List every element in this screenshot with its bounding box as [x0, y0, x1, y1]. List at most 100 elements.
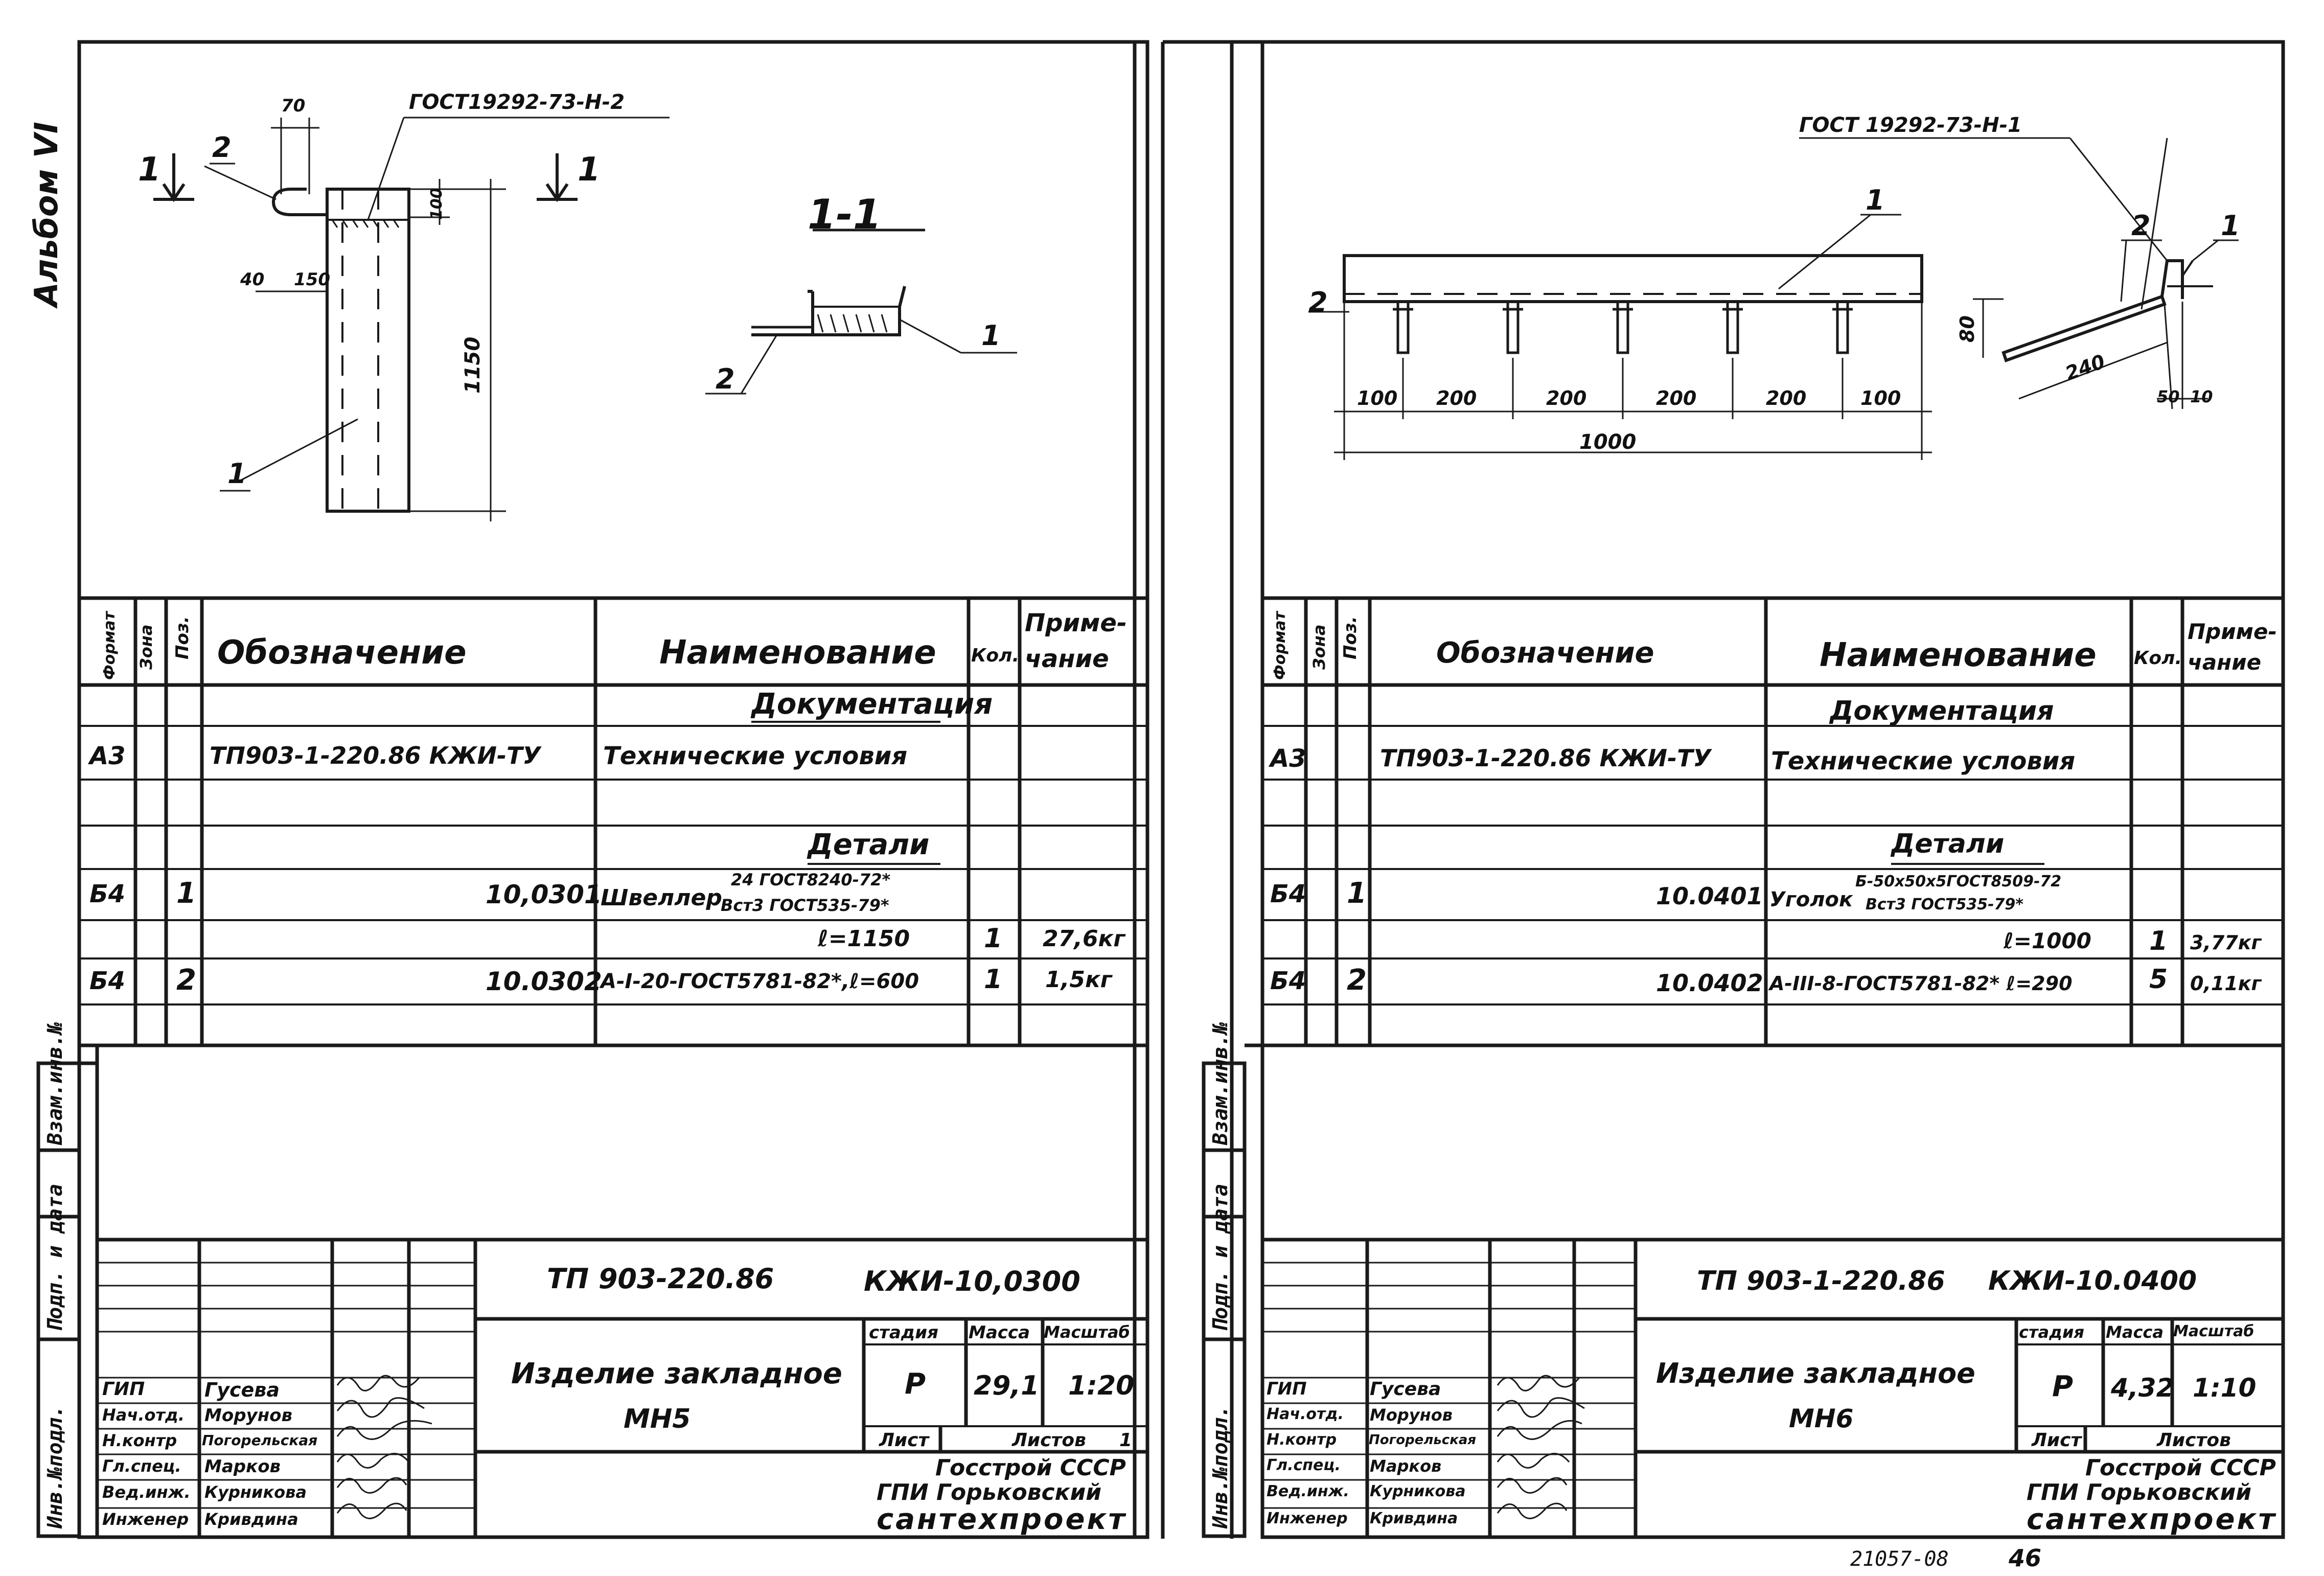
- left-row-doc-naim: Документация: [751, 688, 993, 721]
- left-row1-naim: Швеллер: [601, 885, 722, 911]
- left-hdr-prim2: чание: [1025, 645, 1109, 673]
- right-title-doc: КЖИ-10.0400: [1988, 1266, 2197, 1296]
- right-hdr-obozn: Обозначение: [1436, 636, 1654, 670]
- left-row3-poz: 2: [176, 964, 196, 997]
- right-dim-0: 100: [1357, 387, 1398, 409]
- right-row2-prim: 3,77кг: [2190, 931, 2262, 954]
- left-row-a3-format: А3: [89, 742, 126, 770]
- right-name-1: Морунов: [1370, 1405, 1453, 1425]
- left-dim-100: 100: [428, 188, 446, 220]
- left-row2-kol: 1: [984, 923, 1003, 954]
- left-gost-label: ГОСТ19292-73-Н-2: [409, 90, 625, 114]
- right-hdr-poz: Поз.: [1340, 616, 1361, 660]
- left-name-5: Кривдина: [204, 1510, 298, 1529]
- left-name-4: Курникова: [204, 1482, 307, 1502]
- right-side-pos1: 1: [2221, 210, 2240, 242]
- left-dim-1150: 1150: [461, 336, 485, 394]
- left-row1-obozn: 10,0301: [486, 880, 602, 909]
- right-side-pos2: 2: [2131, 210, 2151, 242]
- right-stamp-inv: Инв.№подл.: [1209, 1405, 1232, 1528]
- right-dim-1: 200: [1436, 387, 1477, 409]
- left-row-det-naim: Детали: [808, 828, 930, 861]
- left-row1-naim-bot: Вст3 ГОСТ535-79*: [721, 896, 889, 915]
- right-row3-obozn: 10.0402: [1656, 969, 1763, 997]
- left-stamp-inv: Инв.№подл.: [43, 1405, 67, 1528]
- left-hdr-format: Формат: [101, 611, 119, 680]
- right-val-mass: 4,32: [2111, 1373, 2174, 1403]
- left-hdr-obozn: Обозначение: [217, 634, 467, 672]
- right-name-4: Курникова: [1370, 1482, 1466, 1500]
- left-name-1: Морунов: [204, 1405, 293, 1426]
- left-hdr-prim1: Приме-: [1025, 609, 1127, 637]
- left-role-5: Инженер: [102, 1510, 189, 1529]
- right-lbl-list: Лист: [2032, 1430, 2082, 1451]
- right-stamp-podp: Подп. и дата: [1209, 1184, 1232, 1332]
- left-row1-poz: 1: [176, 877, 196, 910]
- left-hdr-kol: Кол.: [971, 645, 1020, 666]
- left-drawing-geometry: [153, 117, 1017, 521]
- left-name-3: Марков: [204, 1456, 281, 1477]
- right-name-0: Гусева: [1370, 1379, 1441, 1400]
- right-lbl-masshtab: Масштаб: [2173, 1322, 2254, 1340]
- right-name-2: Погорельская: [1369, 1432, 1477, 1448]
- left-row3-naim: А-I-20-ГОСТ5781-82*,ℓ=600: [601, 970, 919, 993]
- left-cut-mark-a: 1: [138, 151, 161, 189]
- left-val-mass: 29,1: [974, 1371, 1040, 1401]
- right-row3-prim: 0,11кг: [2190, 972, 2262, 995]
- right-stamp-vzam: Взам.инв.№: [1209, 1022, 1232, 1145]
- right-row-a3-naim: Технические условия: [1771, 747, 2076, 775]
- right-lbl-massa: Масса: [2106, 1322, 2164, 1342]
- left-pos2-label: 2: [212, 131, 232, 164]
- left-lbl-stadiya: стадия: [869, 1322, 938, 1343]
- right-row2-kol: 1: [2149, 926, 2168, 956]
- right-row-doc-naim: Документация: [1830, 696, 2054, 726]
- right-row1-obozn: 10.0401: [1656, 882, 1763, 910]
- right-row1-naim: Уголок: [1769, 888, 1853, 911]
- left-title-name2: МН5: [624, 1404, 691, 1434]
- right-gost-label: ГОСТ 19292-73-Н-1: [1799, 113, 2022, 137]
- left-row-a3-naim: Технические условия: [603, 742, 908, 770]
- left-row3-kol: 1: [984, 964, 1003, 995]
- left-row2-naim: ℓ=1150: [818, 926, 910, 952]
- right-row-det-naim: Детали: [1891, 829, 2005, 859]
- right-row-a3-obozn: ТП903-1-220.86 КЖИ-ТУ: [1380, 744, 1711, 772]
- bottom-number: 21057-08: [1850, 1547, 1949, 1571]
- right-role-0: ГИП: [1267, 1379, 1307, 1399]
- left-name-0: Гусева: [204, 1379, 280, 1401]
- right-row3-poz: 2: [1347, 964, 1367, 997]
- right-dim-5: 100: [1860, 387, 1901, 409]
- right-dim-3: 200: [1656, 387, 1697, 409]
- right-row1-naim-top: Б-50х50х5ГОСТ8509-72: [1855, 873, 2062, 890]
- left-sec-pos2: 2: [716, 363, 735, 395]
- right-dim-10: 10: [2190, 387, 2213, 406]
- right-drawing-geometry: [1308, 137, 2239, 460]
- right-val-stage: Р: [2052, 1370, 2074, 1403]
- left-lbl-list: Лист: [879, 1430, 929, 1451]
- left-row2-prim: 27,6кг: [1043, 926, 1125, 952]
- right-hdr-prim1: Приме-: [2188, 619, 2277, 644]
- right-pos2-label: 2: [1308, 286, 1328, 318]
- left-role-1: Нач.отд.: [102, 1405, 185, 1425]
- left-lbl-masshtab: Масштаб: [1044, 1322, 1130, 1342]
- right-hdr-prim2: чание: [2188, 650, 2262, 675]
- right-dim-80: 80: [1956, 315, 1978, 342]
- left-val-stage: Р: [905, 1367, 926, 1401]
- left-val-scale: 1:20: [1068, 1371, 1135, 1401]
- left-sec-pos1: 1: [981, 319, 1001, 352]
- left-org2: ГПИ Горьковский: [877, 1479, 1102, 1505]
- right-title-name2: МН6: [1789, 1404, 1854, 1433]
- left-pos1-label: 1: [227, 458, 247, 490]
- signatures: [336, 1375, 1585, 1519]
- album-label: Альбом VI: [28, 122, 65, 307]
- left-val-listov: 1: [1119, 1430, 1133, 1451]
- left-stamp-vzam: Взам.инв.№: [43, 1022, 67, 1145]
- left-dim-40: 40: [240, 269, 265, 290]
- right-role-1: Нач.отд.: [1267, 1405, 1344, 1423]
- left-hdr-poz: Поз.: [172, 616, 193, 660]
- right-title-code: ТП 903-1-220.86: [1697, 1266, 1945, 1296]
- right-row3-format: Б4: [1270, 967, 1306, 995]
- right-row1-naim-bot: Вст3 ГОСТ535-79*: [1866, 896, 2023, 913]
- left-role-2: Н.контр: [102, 1431, 177, 1450]
- right-lbl-stadiya: стадия: [2019, 1322, 2084, 1342]
